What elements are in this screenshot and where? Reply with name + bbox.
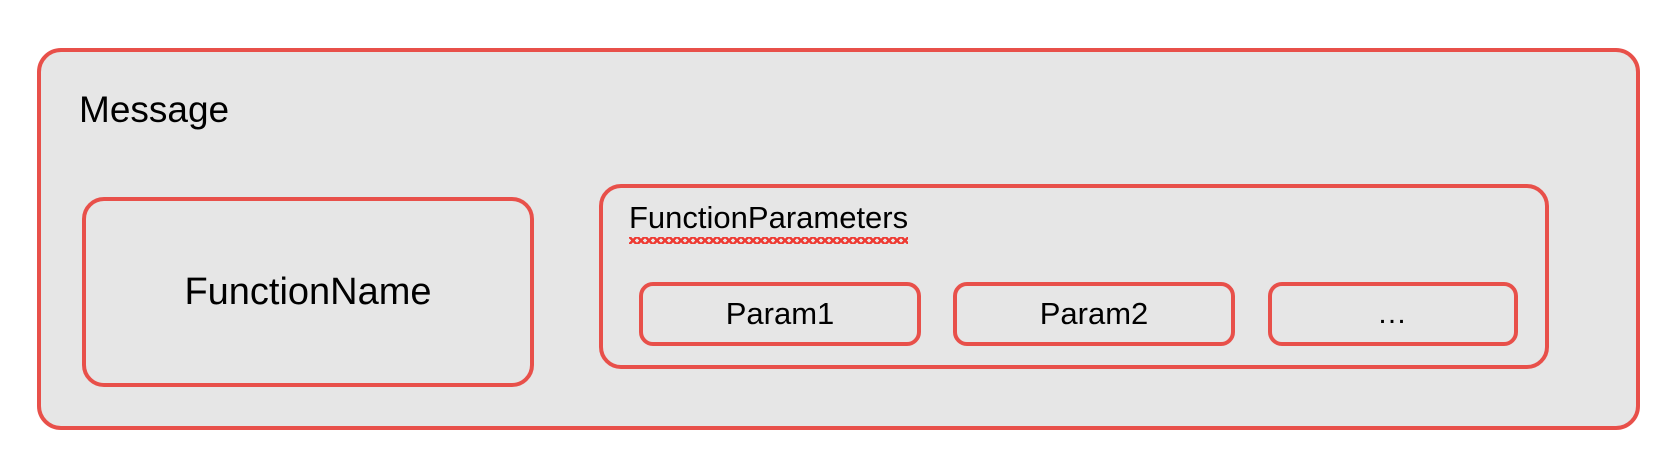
- function-name-container: FunctionName: [82, 197, 534, 387]
- parameter-box: Param2: [953, 282, 1235, 346]
- parameter-list: Param1 Param2 …: [603, 188, 1545, 365]
- parameter-box-ellipsis: …: [1268, 282, 1518, 346]
- function-parameters-container: FunctionParameters Param1 Param2 …: [599, 184, 1549, 369]
- function-name-label: FunctionName: [184, 271, 432, 313]
- function-parameters-title-wrap: FunctionParameters: [629, 200, 909, 244]
- parameter-label-ellipsis: …: [1377, 297, 1409, 330]
- function-parameters-label: FunctionParameters: [629, 200, 909, 235]
- parameter-box: Param1: [639, 282, 921, 346]
- spellcheck-underline-icon: [629, 237, 909, 244]
- parameter-label: Param1: [725, 296, 835, 331]
- parameter-label: Param2: [1039, 296, 1149, 331]
- message-container: Message FunctionName FunctionParameters …: [37, 48, 1640, 430]
- message-title: Message: [79, 89, 230, 130]
